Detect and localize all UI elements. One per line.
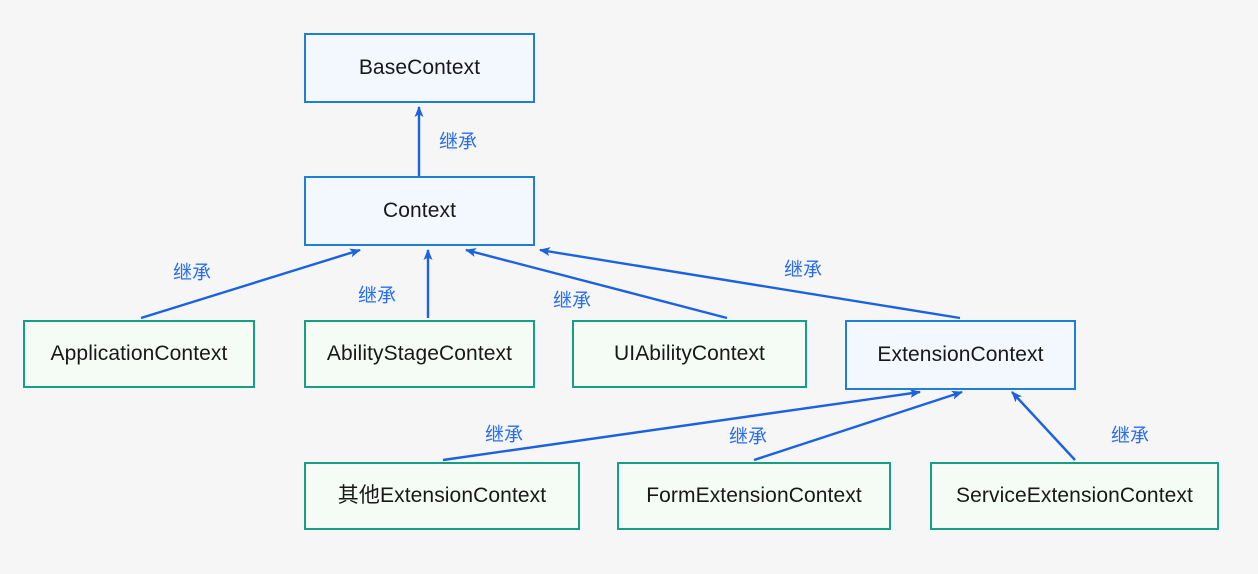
node-label: ExtensionContext	[877, 343, 1044, 367]
node-label: ApplicationContext	[50, 342, 228, 366]
edge-label-e7: 继承	[728, 425, 768, 448]
node-baseContext[interactable]: BaseContext	[304, 33, 535, 103]
node-otherExtensionContext[interactable]: 其他ExtensionContext	[304, 462, 580, 530]
node-abilityStageContext[interactable]: AbilityStageContext	[304, 320, 535, 388]
edge-arrow-extensionContext-to-context	[539, 247, 961, 320]
node-formExtensionContext[interactable]: FormExtensionContext	[617, 462, 891, 530]
edge-label-e2: 继承	[172, 261, 212, 284]
node-label: FormExtensionContext	[646, 484, 862, 508]
node-context[interactable]: Context	[304, 176, 535, 246]
edge-arrow-serviceExtensionContext-to-extensionContext	[1011, 391, 1076, 461]
edge-arrow-uiAbilityContext-to-context	[465, 248, 728, 320]
node-label: ServiceExtensionContext	[956, 484, 1193, 508]
node-label: AbilityStageContext	[326, 342, 513, 366]
edge-label-e4: 继承	[552, 289, 592, 312]
node-label: BaseContext	[358, 56, 481, 80]
edge-arrow-formExtensionContext-to-extensionContext	[753, 390, 963, 462]
node-applicationContext[interactable]: ApplicationContext	[23, 320, 255, 388]
node-extensionContext[interactable]: ExtensionContext	[845, 320, 1076, 390]
node-label: UIAbilityContext	[614, 342, 765, 366]
edge-label-e6: 继承	[484, 423, 524, 446]
edge-label-e3: 继承	[357, 284, 397, 307]
edge-label-e5: 继承	[783, 258, 823, 281]
edge-label-e8: 继承	[1110, 424, 1150, 447]
edge-label-e1: 继承	[438, 130, 478, 153]
node-uiAbilityContext[interactable]: UIAbilityContext	[572, 320, 807, 388]
node-serviceExtensionContext[interactable]: ServiceExtensionContext	[930, 462, 1219, 530]
node-label: 其他ExtensionContext	[337, 484, 547, 508]
edges-group	[140, 106, 1076, 462]
node-label: Context	[382, 199, 457, 223]
